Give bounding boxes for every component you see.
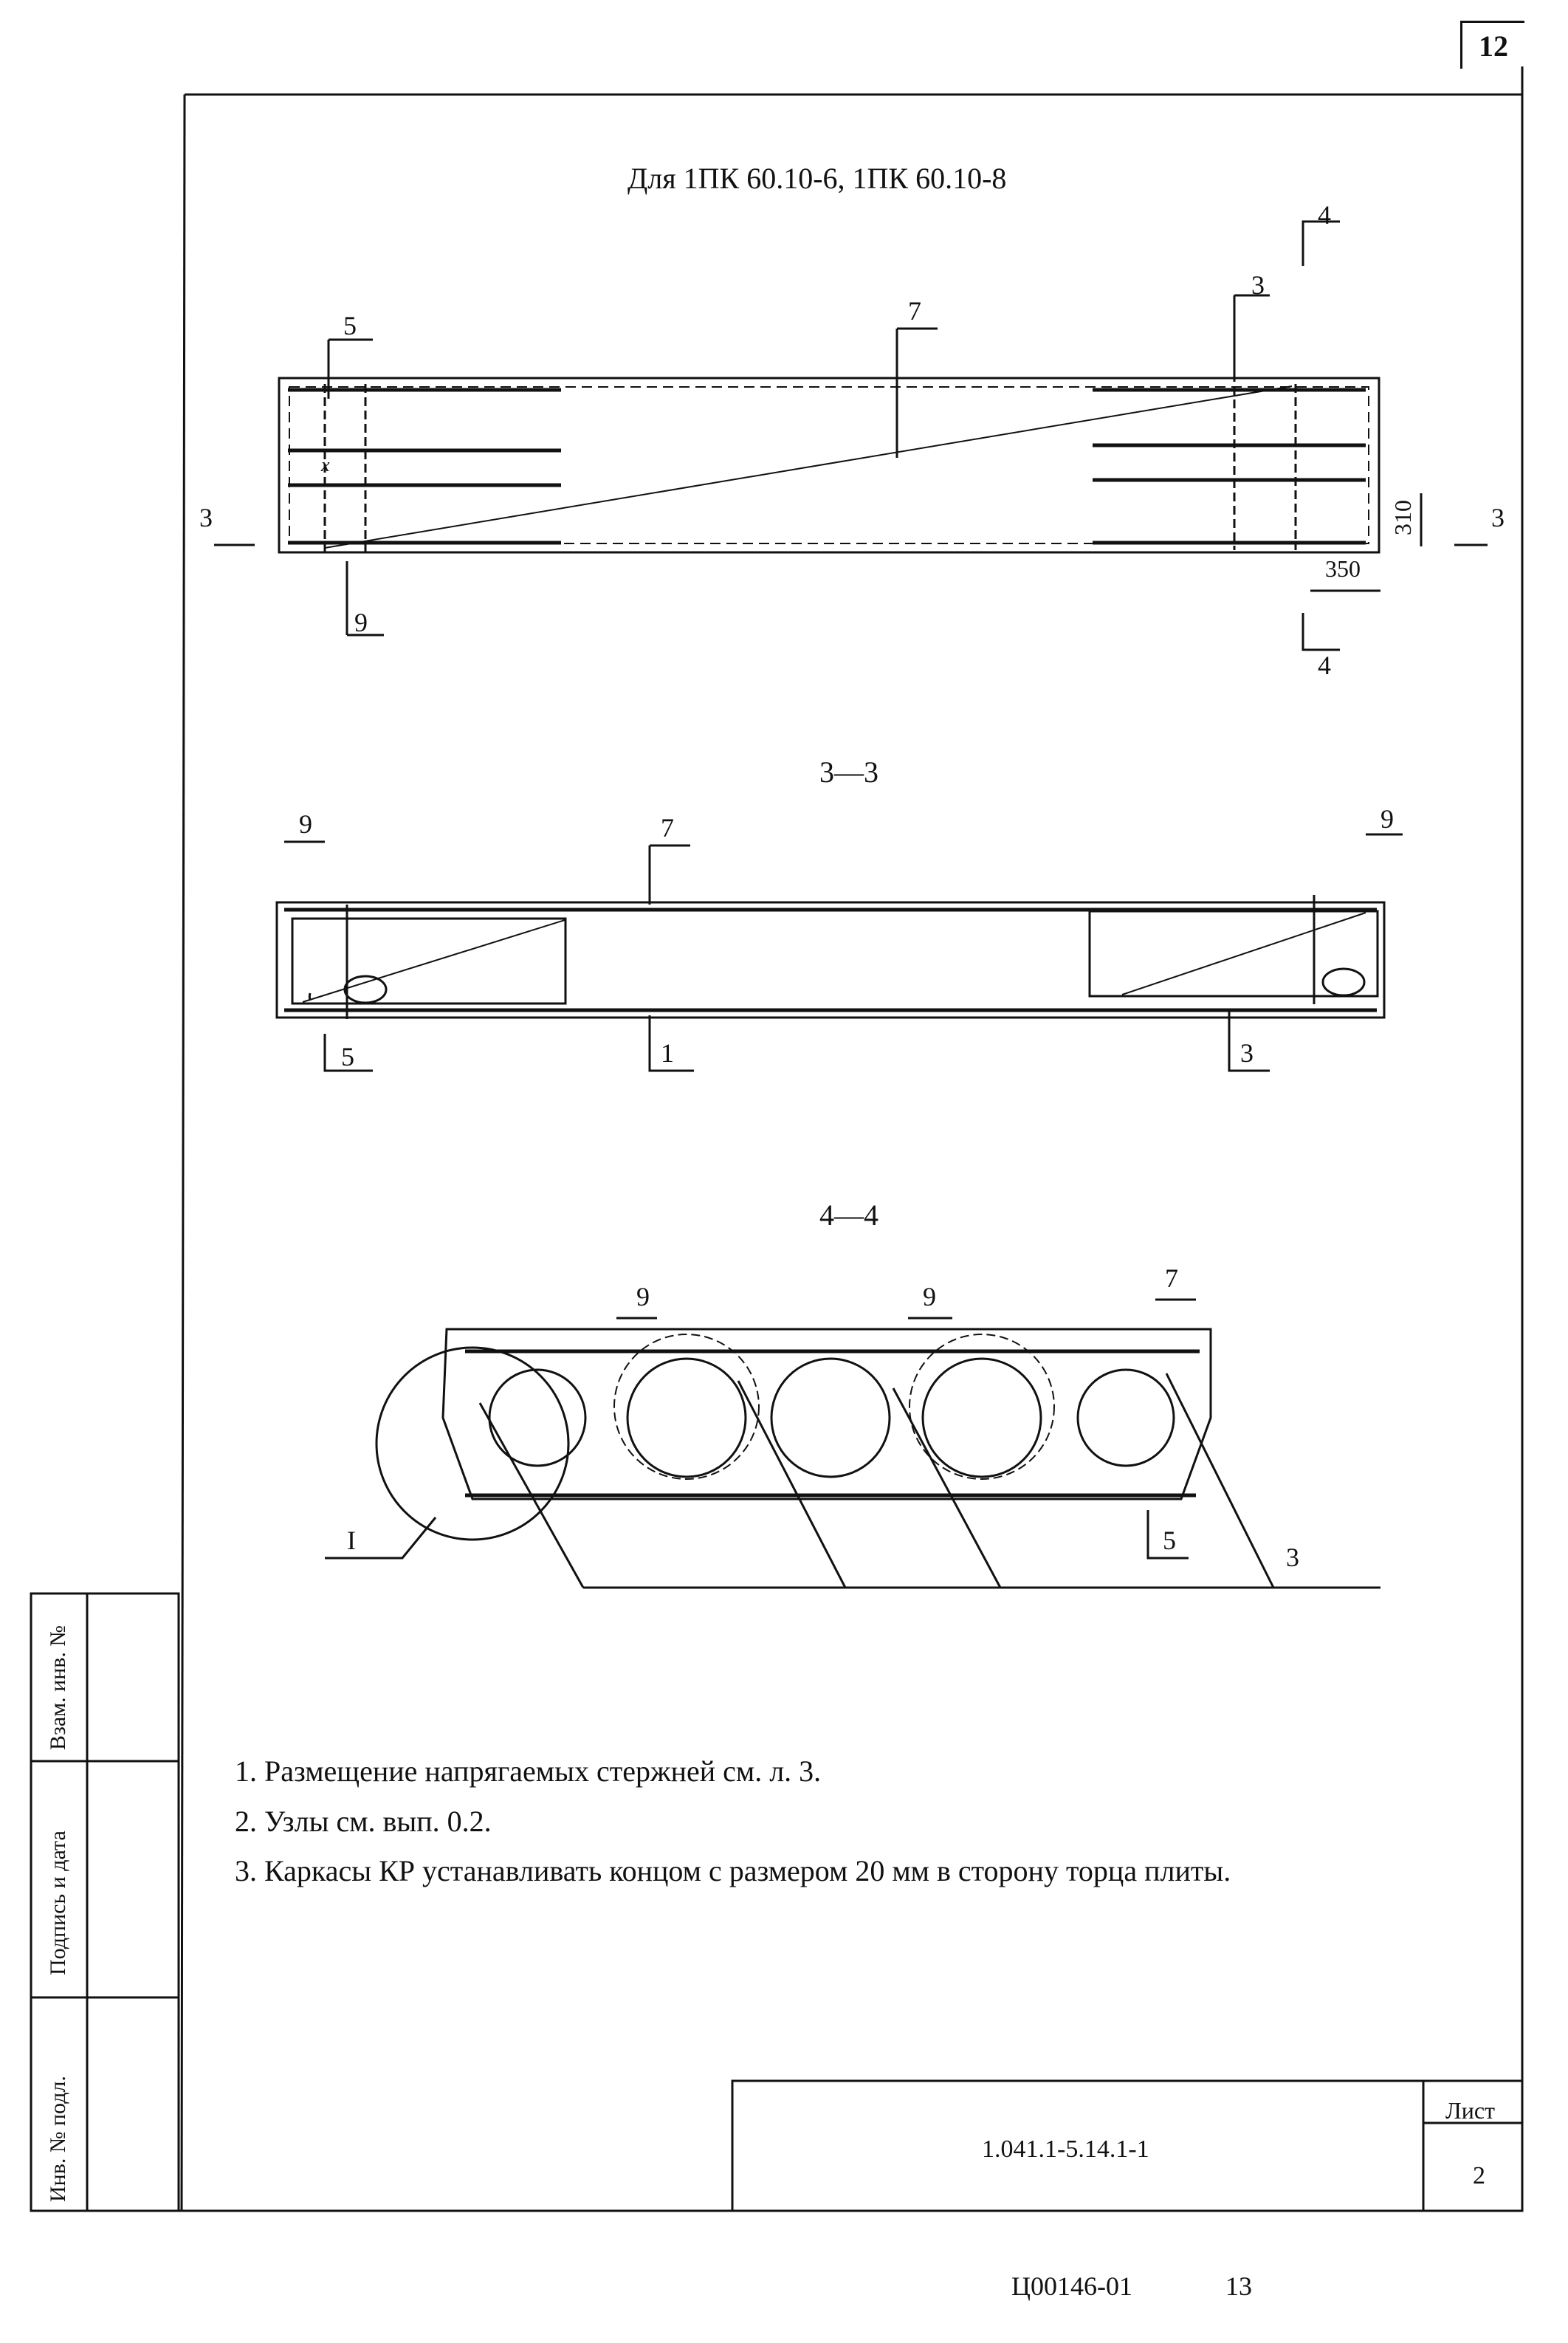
plan-mark-x: x (321, 454, 330, 476)
plan-callout-9: 9 (354, 608, 368, 637)
s44-callout-9-right: 9 (923, 1282, 936, 1311)
s44-callout-5: 5 (1163, 1526, 1176, 1555)
s44-callout-9-left: 9 (636, 1282, 650, 1311)
footer-page: 13 (1225, 2271, 1252, 2301)
plan-title: Для 1ПК 60.10-6, 1ПК 60.10-8 (627, 162, 1007, 195)
s44-callout-7: 7 (1165, 1263, 1178, 1293)
dimension-310: 310 (1389, 500, 1416, 535)
s33-callout-1: 1 (661, 1038, 674, 1068)
sheet-label: Лист (1445, 2097, 1496, 2124)
section-3-3-view (275, 833, 1403, 1072)
plan-callout-3: 3 (1251, 270, 1265, 300)
section-mark-bottom: 4 (1318, 651, 1331, 680)
sheet-number: 12 (1460, 21, 1524, 69)
dimension-350: 350 (1325, 555, 1361, 582)
plan-callout-7: 7 (908, 296, 921, 326)
plan-view (214, 220, 1488, 651)
s33-callout-9-left: 9 (299, 809, 312, 839)
s33-callout-9-right: 9 (1380, 804, 1394, 834)
s44-callout-3: 3 (1286, 1543, 1299, 1572)
sheet-index: 2 (1473, 2162, 1485, 2189)
stamp-field-replacement-inv: Взам. инв. № (46, 1625, 70, 1750)
note-2: 2. Узлы см. вып. 0.2. (235, 1805, 492, 1838)
stamp-field-original-inv: Инв. № подл. (46, 2076, 70, 2202)
section-4-4-title: 4—4 (819, 1198, 878, 1232)
note-1: 1. Размещение напрягаемых стержней см. л… (235, 1754, 822, 1788)
footer-code: Ц00146-01 (1011, 2271, 1132, 2301)
section-mark-right: 3 (1491, 503, 1505, 532)
stamp-field-signature-date: Подпись и дата (46, 1831, 70, 1975)
document-code: 1.041.1-5.14.1-1 (982, 2136, 1149, 2163)
section-mark-top: 4 (1318, 200, 1331, 230)
note-3: 3. Каркасы КР устанавливать концом с раз… (235, 1854, 1231, 1887)
s33-callout-5: 5 (341, 1042, 354, 1071)
section-4-4-view (325, 1298, 1380, 1589)
section-mark-left: 3 (199, 503, 213, 532)
plan-callout-5: 5 (343, 311, 357, 340)
s33-callout-3: 3 (1240, 1038, 1254, 1068)
s44-callout-detail-I: I (347, 1526, 356, 1555)
s33-callout-7: 7 (661, 813, 674, 843)
section-3-3-title: 3—3 (819, 755, 878, 789)
